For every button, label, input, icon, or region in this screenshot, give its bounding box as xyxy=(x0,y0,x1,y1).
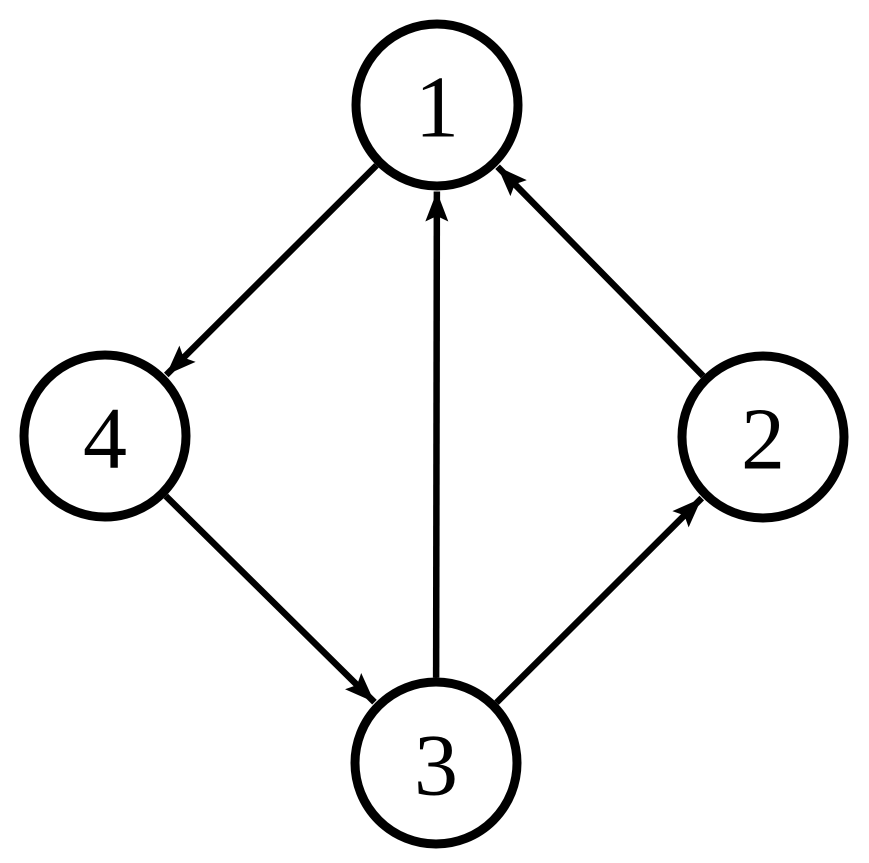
graph-edge-4-to-3 xyxy=(163,493,377,705)
graph-node-circle-2 xyxy=(677,351,849,523)
graph-node-label-4: 4 xyxy=(83,391,127,488)
graph-node-circle-4 xyxy=(19,350,191,522)
graph-edge-1-to-4 xyxy=(163,163,379,378)
graph-node-circle-1 xyxy=(351,19,523,191)
graph-edge-3-to-2 xyxy=(494,495,705,705)
graph-node-2: 2 xyxy=(677,351,849,523)
graph-node-1: 1 xyxy=(351,19,523,191)
graph-node-3: 3 xyxy=(350,677,522,849)
graph-edge-3-to-1 xyxy=(425,191,449,678)
nodes-layer: 1 2 3 4 xyxy=(19,19,849,849)
graph-node-circle-3 xyxy=(350,677,522,849)
graph-node-label-2: 2 xyxy=(741,392,785,489)
graph-node-4: 4 xyxy=(19,350,191,522)
graph-node-label-1: 1 xyxy=(415,60,459,157)
graph-node-label-3: 3 xyxy=(414,718,458,815)
graph-edge-2-to-1 xyxy=(495,164,706,379)
edges-layer xyxy=(163,163,706,705)
